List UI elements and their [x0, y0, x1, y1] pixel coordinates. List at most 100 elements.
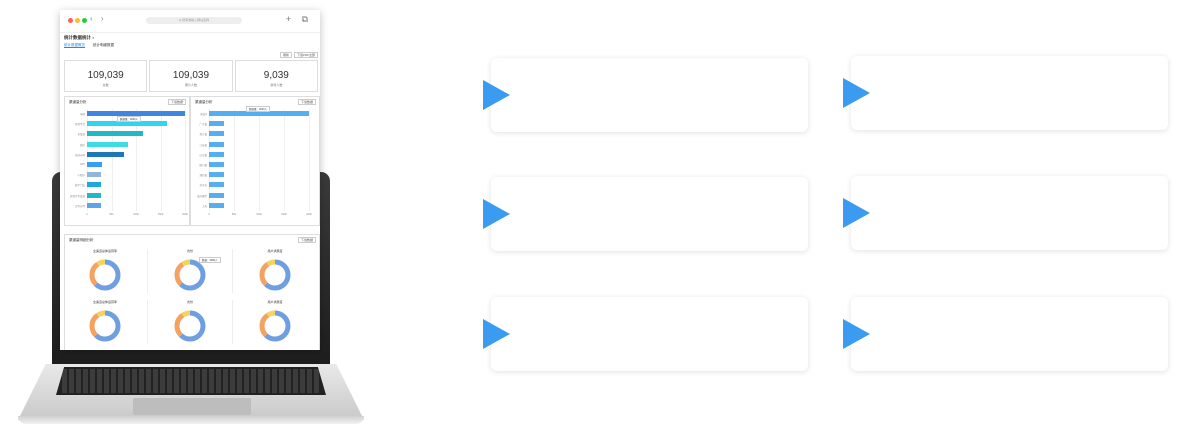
bar[interactable]: [87, 151, 125, 157]
donut-title: 省份: [186, 300, 193, 304]
donut-tooltip: 数据：2000人: [199, 257, 221, 263]
bar[interactable]: [209, 111, 309, 116]
grid-line: [284, 109, 285, 211]
bar-category-label: 海外省区: [196, 194, 207, 198]
donut-title: 用户满意度: [267, 300, 283, 304]
divider: [147, 300, 148, 344]
bar-category-label: 浙江省: [199, 133, 207, 137]
arrow-icon: [843, 198, 870, 228]
bar[interactable]: [209, 182, 224, 188]
axis-tick-label: 2000: [182, 213, 188, 216]
bar-category-label: 其他平台: [74, 123, 85, 127]
bar-category-label: 北京市: [199, 184, 207, 188]
bar[interactable]: [87, 141, 128, 147]
bar[interactable]: [87, 182, 102, 188]
bar-category-label: 四川省: [199, 164, 207, 167]
tab-overview[interactable]: 统计数据概览: [64, 43, 85, 47]
bar-category-label: 中国: [79, 113, 85, 116]
axis-tick-label: 0: [86, 213, 88, 216]
bar-category-label: 广东省: [199, 123, 207, 127]
bar[interactable]: [209, 162, 224, 167]
grid-line: [234, 109, 235, 211]
feature-card[interactable]: [491, 58, 808, 132]
bar[interactable]: [209, 121, 224, 127]
donut-segment: [89, 259, 121, 291]
donut-title: 用户满意度: [267, 249, 283, 253]
maximize-window-icon[interactable]: [82, 18, 87, 23]
refresh-button[interactable]: 刷新: [279, 52, 292, 58]
feature-card[interactable]: [851, 56, 1168, 130]
axis-tick-label: 500: [231, 213, 237, 216]
close-tab-icon[interactable]: ×: [92, 35, 95, 40]
bar[interactable]: [209, 192, 224, 198]
bar-category-label: 微信: [79, 143, 85, 147]
download-pdf-button[interactable]: 下载PDF全部: [293, 52, 318, 58]
bar-category-label: 小程序: [77, 174, 85, 178]
axis-tick-label: 1000: [133, 213, 139, 216]
page-title-row: 统计数据统计 ×: [60, 33, 320, 43]
bottom-download-button[interactable]: 下载数据: [297, 237, 316, 243]
stat-label: 新增人数: [270, 83, 283, 87]
donut-title: 省份: [186, 249, 193, 253]
axis-tick-label: 1500: [157, 213, 164, 216]
bar[interactable]: [209, 172, 224, 178]
bar[interactable]: [209, 131, 224, 137]
back-forward-icon[interactable]: ‹ ›: [90, 14, 107, 23]
left-download-button[interactable]: 下载数据: [167, 99, 186, 105]
browser-chrome: ‹ › Q 搜索或输入网址名称 + ⧉: [60, 10, 320, 33]
bar[interactable]: [87, 202, 102, 208]
top-buttons: 刷新 下载PDF全部: [279, 52, 318, 58]
feature-card[interactable]: [491, 297, 808, 371]
donut-chart[interactable]: [172, 308, 208, 344]
stat-value: 109,039: [87, 70, 124, 81]
bar[interactable]: [87, 121, 168, 127]
bottom-panel-title: 渠道量明细分析: [69, 238, 94, 242]
donut-title: 全渠道总体运营率: [92, 300, 117, 304]
bar-category-label: 合作伙伴: [74, 204, 85, 208]
bar[interactable]: [87, 131, 144, 137]
arrow-icon: [483, 319, 510, 349]
left-panel-title: 渠道量分析: [69, 100, 87, 104]
new-tab-icon[interactable]: + ⧉: [285, 14, 312, 24]
donut-segment: [259, 259, 291, 291]
stats-row: 109,039 总数 109,039 累计人数 9,039 新增人数: [64, 60, 318, 92]
stat-value: 109,039: [172, 70, 210, 81]
tab-detail[interactable]: 统计明细数据: [93, 43, 114, 47]
bar[interactable]: [87, 172, 102, 178]
donut-segment: [174, 310, 206, 342]
bar[interactable]: [87, 162, 103, 167]
bar-category-label: APP: [79, 163, 85, 166]
bar[interactable]: [209, 141, 224, 147]
bar[interactable]: [87, 192, 102, 198]
bar-category-label: 线下门店: [74, 184, 85, 188]
minimize-window-icon[interactable]: [75, 18, 80, 23]
arrow-icon: [483, 199, 510, 229]
address-bar[interactable]: Q 搜索或输入网址名称: [146, 17, 242, 24]
bar[interactable]: [87, 111, 185, 116]
bar[interactable]: [209, 202, 224, 208]
donut-chart[interactable]: [172, 257, 208, 293]
bar-category-label: 渠道A: [200, 113, 207, 116]
grid-line: [185, 109, 186, 211]
grid-line: [209, 109, 210, 211]
feature-card[interactable]: [851, 176, 1168, 250]
close-window-icon[interactable]: [68, 18, 73, 23]
left-chart-tooltip: 数据量：2000人: [117, 116, 142, 122]
donut-chart[interactable]: [257, 308, 293, 344]
axis-tick-label: 1000: [256, 213, 262, 216]
feature-card[interactable]: [851, 297, 1168, 371]
app-screen: ‹ › Q 搜索或输入网址名称 + ⧉ 统计数据统计 × 统计数据概览 统计明细…: [60, 10, 320, 350]
grid-line: [309, 109, 310, 211]
donut-chart[interactable]: [257, 257, 293, 293]
donut-segment: [259, 310, 291, 342]
bar-category-label: 上海: [201, 204, 207, 208]
donut-chart[interactable]: [87, 308, 123, 344]
bar[interactable]: [209, 151, 224, 157]
bar-category-label: 山东省: [199, 153, 207, 157]
feature-card[interactable]: [491, 177, 808, 251]
divider: [232, 249, 233, 293]
right-download-button[interactable]: 下载数据: [297, 99, 316, 105]
donut-segment: [174, 310, 206, 342]
donut-chart[interactable]: [87, 257, 123, 293]
